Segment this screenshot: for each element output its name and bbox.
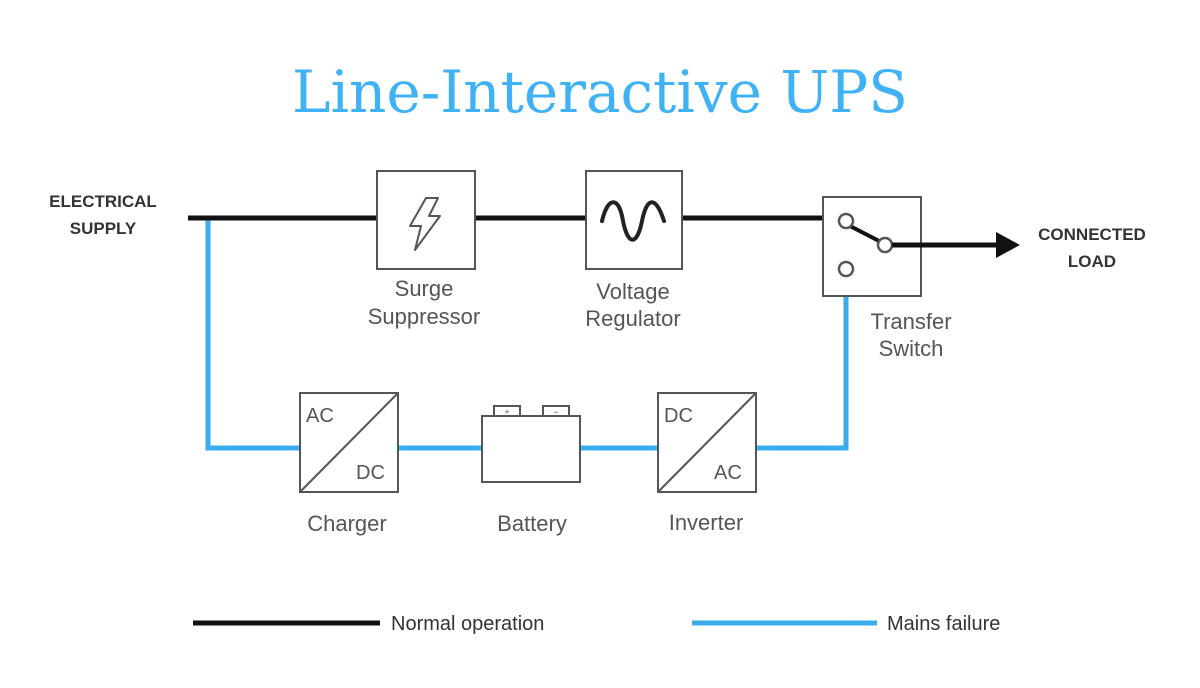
mains-failure-path <box>205 218 300 451</box>
supply-label-line1: ELECTRICAL <box>49 192 157 211</box>
switch-label-line1: Transfer <box>870 309 951 334</box>
surge-label-line2: Suppressor <box>368 304 481 329</box>
legend-normal-label: Normal operation <box>391 613 544 635</box>
charger-label: Charger <box>307 511 386 536</box>
surge-suppressor-box <box>376 170 476 270</box>
switch-blade <box>849 224 882 244</box>
sine-wave-icon <box>600 200 666 242</box>
charger-divider <box>299 392 399 493</box>
regulator-label-line2: Regulator <box>585 306 680 331</box>
charger-output-label: DC <box>356 462 385 484</box>
battery-label: Battery <box>497 511 567 536</box>
inverter-divider <box>657 392 757 493</box>
switch-contact-common <box>876 236 894 254</box>
output-arrow-icon <box>996 232 1020 258</box>
surge-label-line1: Surge <box>395 276 454 301</box>
regulator-label-line1: Voltage <box>596 279 669 304</box>
legend-failure-label: Mains failure <box>887 613 1000 635</box>
switch-label-line2: Switch <box>879 336 944 361</box>
inverter-output-label: AC <box>714 462 742 484</box>
switch-contact-normal <box>837 212 855 230</box>
diagram-title: Line-Interactive UPS <box>292 58 908 126</box>
load-label-line2: LOAD <box>1068 252 1116 271</box>
battery-body <box>481 415 581 483</box>
switch-contact-battery <box>837 260 855 278</box>
inverter-input-label: DC <box>664 405 693 427</box>
battery-plus-sign: + <box>504 407 509 417</box>
load-label-line1: CONNECTED <box>1038 225 1146 244</box>
charger-input-label: AC <box>306 405 334 427</box>
lightning-bolt-icon <box>409 197 441 251</box>
battery-minus-sign: − <box>553 407 558 417</box>
inverter-label: Inverter <box>669 510 744 535</box>
supply-label-line2: SUPPLY <box>70 219 137 238</box>
inverter-switch-link <box>756 275 849 451</box>
